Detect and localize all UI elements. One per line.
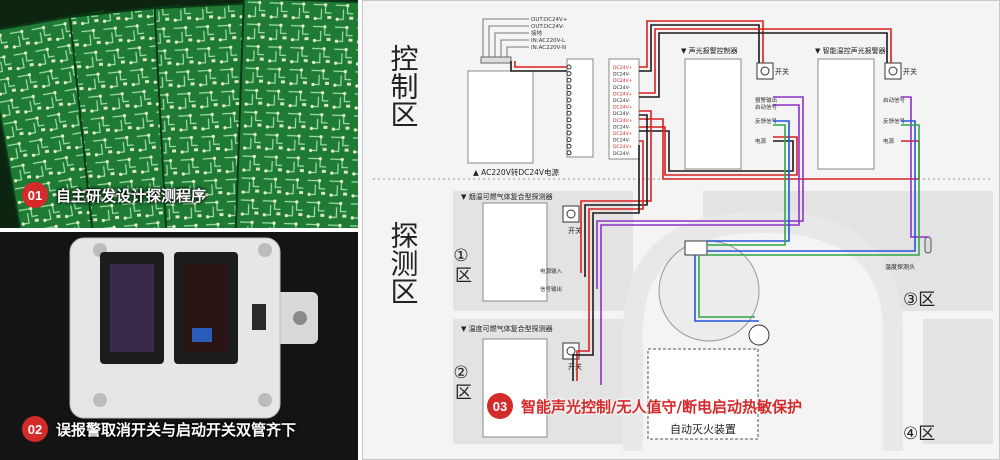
pcb-photo-panel: 01 自主研发设计探测程序 [0,0,358,228]
svg-text:开关: 开关 [568,362,582,371]
svg-text:电源输入: 电源输入 [540,267,563,275]
caption-2-number: 02 [22,416,48,442]
svg-text:电源: 电源 [883,137,895,145]
svg-text:启动信号: 启动信号 [883,96,906,104]
terminal-label: DC24V+ [613,65,633,71]
switch-box-image [0,232,358,460]
svg-text:信号输出: 信号输出 [540,285,562,293]
smart-switch-label: 开关 [903,67,917,76]
terminal-pin [566,77,572,83]
svg-text:OUT:DC24V+: OUT:DC24V+ [531,17,568,23]
terminal-label: DC24V+ [613,78,633,84]
terminal-pin [566,110,572,116]
detector-1-box [482,202,548,302]
svg-text:电源: 电源 [755,137,767,145]
svg-text:OUT:DC24V-: OUT:DC24V- [531,24,564,30]
terminal-label: DC24V- [613,98,630,104]
terminal-label: DC24V- [613,151,630,157]
psu-label: ▲ AC220V转DC24V电源 [473,167,560,177]
svg-text:反馈信号: 反馈信号 [755,117,778,125]
terminal-label: DC24V- [613,138,630,144]
alarm-controller-label: ▼ 声光报警控制器 [681,46,738,55]
terminal-label: DC24V+ [613,91,633,97]
detector-2-box [482,338,548,438]
psu-terminals: OUT:DC24V+ OUT:DC24V- 接地 IN:AC220V-L IN:… [480,17,568,64]
terminal-block-left [566,58,594,158]
extinguisher-nozzle [748,324,770,346]
terminal-pin [566,143,572,149]
zone-1-label: ①区 [451,246,471,283]
alarm-controller-box [684,58,742,170]
svg-text:IN:AC220V-N: IN:AC220V-N [531,45,566,51]
caption-1-number: 01 [22,182,48,208]
terminal-pin [566,130,572,136]
zone-4-label: ④区 [903,424,935,444]
extinguisher-label: 自动灭火装置 [670,423,736,436]
terminal-label: DC24V+ [613,144,633,150]
smart-alarm-box [817,58,875,170]
caption-3-text: 智能声光控制/无人值守/断电启动热敏保护 [521,397,802,416]
extinguisher-box [647,348,759,440]
terminal-pin [566,84,572,90]
switch-box-photo-panel: 02 误报警取消开关与启动开关双管齐下 [0,232,358,460]
terminal-pin [566,71,572,77]
caption-1-text: 自主研发设计探测程序 [56,186,207,205]
svg-text:反馈信号: 反馈信号 [883,117,906,125]
ctrl-switch-label: 开关 [775,67,789,76]
terminal-pin [566,117,572,123]
caption-3-number: 03 [487,393,513,419]
terminal-block-right [608,58,640,160]
psu-box [467,70,534,164]
svg-text:接地: 接地 [531,29,543,37]
terminal-pin [566,137,572,143]
caption-1: 01 自主研发设计探测程序 [22,180,206,210]
caption-2: 02 误报警取消开关与启动开关双管齐下 [22,414,296,444]
caption-3: 03 智能声光控制/无人值守/断电启动热敏保护 [487,391,802,421]
terminal-labels: DC24V+DC24V-DC24V+DC24V-DC24V+DC24V-DC24… [566,64,633,157]
zone-3-label: ③区 [903,290,935,310]
svg-text:报警输出: 报警输出 [755,96,777,104]
temp-probe [924,236,932,254]
terminal-pin [566,90,572,96]
wiring-diagram-panel: 控制区 探测区 ①区 ②区 ③区 ④区 ▲ AC220V转DC24V电源 OUT… [362,0,1000,460]
temp-probe-label: 温度探测头 [885,263,915,271]
terminal-label: DC24V- [613,111,630,117]
detector-1-label: ▼ 烟温可燃气体复合型探测器 [461,192,553,201]
terminal-label: DC24V- [613,124,630,130]
terminal-pin [566,104,572,110]
control-zone-label: 控制区 [387,44,420,128]
terminal-pin [566,97,572,103]
terminal-pin [566,64,572,70]
svg-text:开关: 开关 [568,226,582,235]
pcb-boards-image [0,0,358,228]
svg-text:IN:AC220V-L: IN:AC220V-L [531,38,566,44]
terminal-label: DC24V+ [613,131,633,137]
wires [510,20,929,385]
terminal-pin [566,123,572,129]
svg-text:启动信号: 启动信号 [755,103,778,111]
caption-2-text: 误报警取消开关与启动开关双管齐下 [56,420,297,439]
extinguisher-valve [684,240,708,256]
detect-zone-label: 探测区 [387,221,420,305]
terminal-label: DC24V+ [613,105,633,111]
tank-circle [658,240,760,342]
terminal-label: DC24V+ [613,118,633,124]
wiring-diagram: 控制区 探测区 ①区 ②区 ③区 ④区 ▲ AC220V转DC24V电源 OUT… [373,17,993,451]
terminal-pin [566,150,572,156]
zone-2-label: ②区 [451,363,471,400]
detector-2-label: ▼ 温度可燃气体复合型探测器 [461,324,553,333]
terminal-label: DC24V- [613,85,630,91]
smart-alarm-label: ▼ 智能温控声光报警器 [815,46,886,55]
terminal-label: DC24V- [613,72,630,78]
